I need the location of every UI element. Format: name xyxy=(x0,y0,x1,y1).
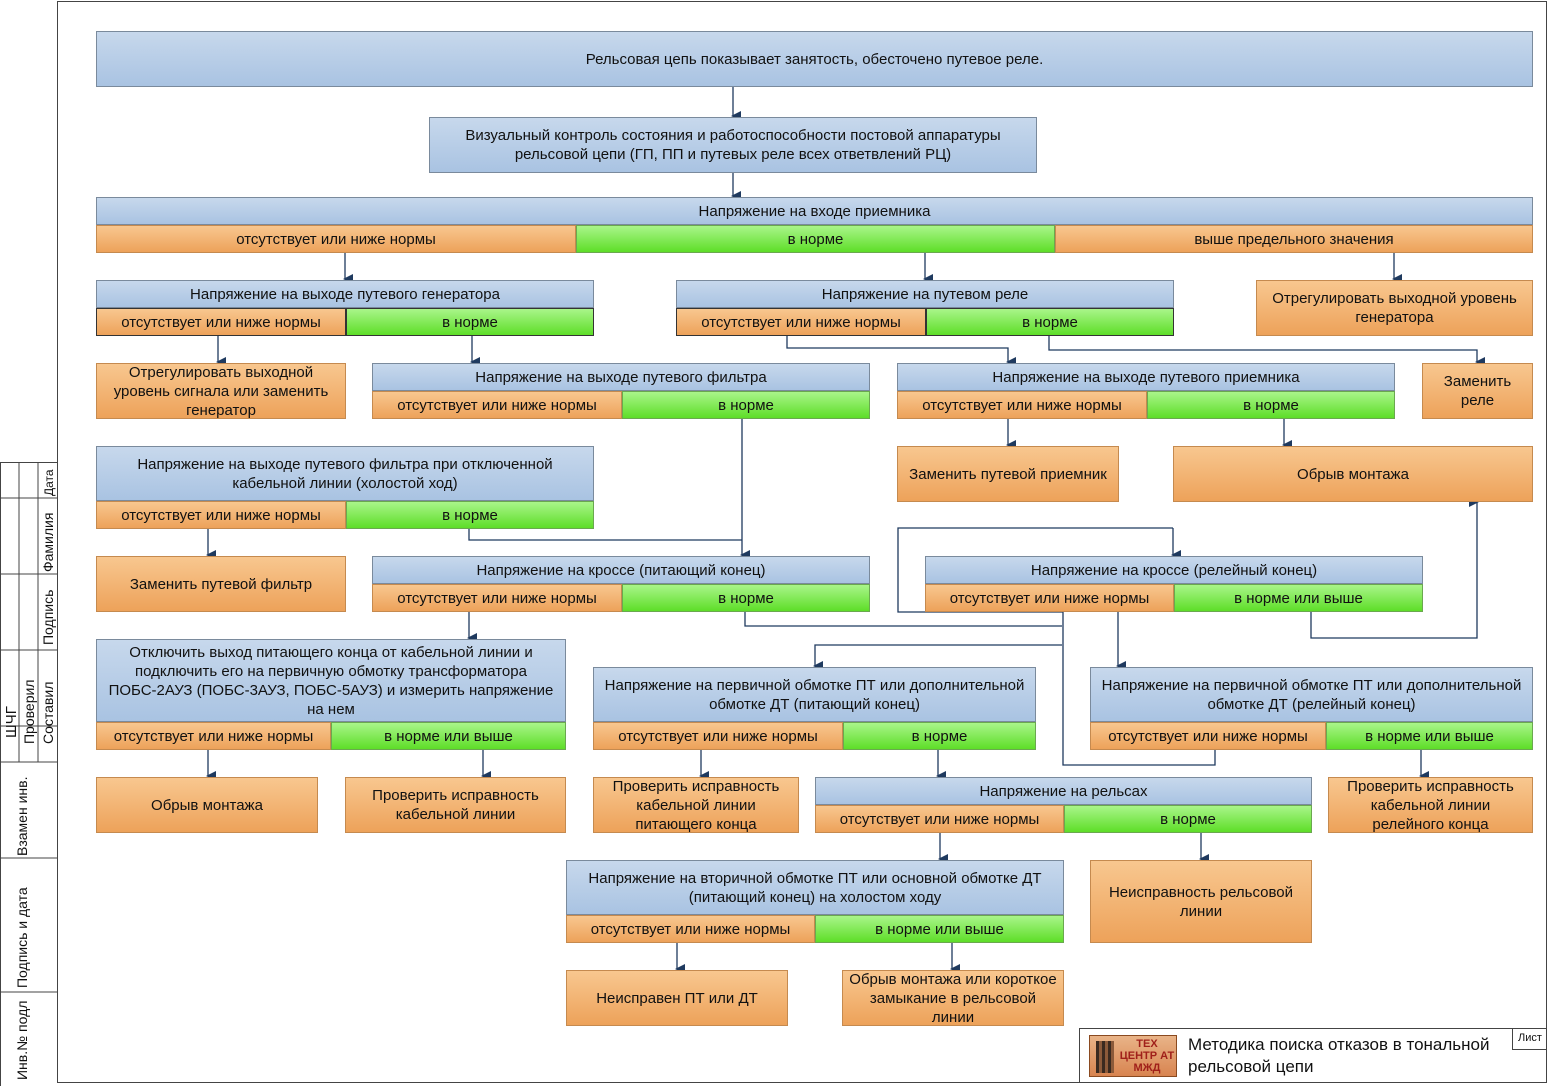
action-wiring-break-1: Обрыв монтажа xyxy=(1173,446,1533,502)
action-adjust-generator-level: Отрегулировать выходной уровень генерато… xyxy=(1256,280,1533,336)
branch-rails-low: отсутствует или ниже нормы xyxy=(815,805,1064,833)
branch-secondary-ok: в норме или выше xyxy=(815,915,1064,943)
node-track-relay-voltage: Напряжение на путевом реле xyxy=(676,280,1174,308)
branch-receiver-output-low: отсутствует или ниже нормы xyxy=(897,391,1147,419)
action-replace-track-receiver: Заменить путевой приемник xyxy=(897,446,1119,502)
branch-track-relay-ok: в норме xyxy=(926,308,1174,336)
branch-receiver-output-ok: в норме xyxy=(1147,391,1395,419)
node-generator-output-voltage: Напряжение на выходе путевого генератора xyxy=(96,280,594,308)
node-filter-output-voltage: Напряжение на выходе путевого фильтра xyxy=(372,363,870,391)
branch-generator-output-low: отсутствует или ниже нормы xyxy=(96,308,346,336)
side-stamp xyxy=(0,462,57,1086)
branch-pt-relay-ok: в норме или выше xyxy=(1326,722,1533,750)
node-receiver-input-voltage: Напряжение на входе приемника xyxy=(96,197,1533,225)
branch-generator-output-ok: в норме xyxy=(346,308,594,336)
branch-cross-relay-ok: в норме или выше xyxy=(1174,584,1423,612)
branch-pt-feed-low: отсутствует или ниже нормы xyxy=(593,722,843,750)
branch-filter-idle-low: отсутствует или ниже нормы xyxy=(96,501,346,529)
branch-secondary-low: отсутствует или ниже нормы xyxy=(566,915,815,943)
sheet-label: Лист xyxy=(1512,1028,1547,1050)
branch-rails-ok: в норме xyxy=(1064,805,1312,833)
title-block xyxy=(1079,1028,1547,1083)
action-rail-line-fault: Неисправность рельсовой линии xyxy=(1090,860,1312,943)
branch-receiver-input-low: отсутствует или ниже нормы xyxy=(96,225,576,253)
action-adjust-signal-or-replace-generator: Отрегулировать выходной уровень сигнала … xyxy=(96,363,346,419)
branch-disconnect-ok: в норме или выше xyxy=(331,722,566,750)
action-check-cable-line: Проверить исправность кабельной линии xyxy=(345,777,566,833)
branch-pt-feed-ok: в норме xyxy=(843,722,1036,750)
action-check-cable-feed-end: Проверить исправность кабельной линии пи… xyxy=(593,777,799,833)
node-track-occupied: Рельсовая цепь показывает занятость, обе… xyxy=(96,31,1533,87)
node-filter-idle-voltage: Напряжение на выходе путевого фильтра пр… xyxy=(96,446,594,501)
action-check-cable-relay-end: Проверить исправность кабельной линии ре… xyxy=(1328,777,1533,833)
branch-track-relay-low: отсутствует или ниже нормы xyxy=(676,308,926,336)
branch-receiver-input-high: выше предельного значения xyxy=(1055,225,1533,253)
logo-emblem-icon xyxy=(1096,1041,1114,1073)
node-rails-voltage: Напряжение на рельсах xyxy=(815,777,1312,805)
node-secondary-winding-idle: Напряжение на вторичной обмотке ПТ или о… xyxy=(566,860,1064,915)
branch-cross-feed-ok: в норме xyxy=(622,584,870,612)
action-pt-dt-faulty: Неисправен ПТ или ДТ xyxy=(566,970,788,1026)
branch-pt-relay-low: отсутствует или ниже нормы xyxy=(1090,722,1326,750)
branch-filter-output-low: отсутствует или ниже нормы xyxy=(372,391,622,419)
node-receiver-output-voltage: Напряжение на выходе путевого приемника xyxy=(897,363,1395,391)
node-cross-feed-end-voltage: Напряжение на кроссе (питающий конец) xyxy=(372,556,870,584)
action-replace-track-filter: Заменить путевой фильтр xyxy=(96,556,346,612)
logo-text: ТЕХ ЦЕНТР АТ МЖД xyxy=(1119,1038,1175,1074)
branch-filter-output-ok: в норме xyxy=(622,391,870,419)
branch-disconnect-low: отсутствует или ниже нормы xyxy=(96,722,331,750)
branch-filter-idle-ok: в норме xyxy=(346,501,594,529)
node-pt-primary-feed-end: Напряжение на первичной обмотке ПТ или д… xyxy=(593,667,1036,722)
action-replace-relay: Заменить реле xyxy=(1422,363,1533,419)
node-disconnect-feed-end: Отключить выход питающего конца от кабел… xyxy=(96,639,566,722)
node-pt-primary-relay-end: Напряжение на первичной обмотке ПТ или д… xyxy=(1090,667,1533,722)
company-logo: ТЕХ ЦЕНТР АТ МЖД xyxy=(1089,1035,1177,1077)
document-title: Методика поиска отказов в тональной рель… xyxy=(1188,1035,1490,1076)
branch-cross-feed-low: отсутствует или ниже нормы xyxy=(372,584,622,612)
node-visual-check: Визуальный контроль состояния и работосп… xyxy=(429,117,1037,173)
action-wiring-break-2: Обрыв монтажа xyxy=(96,777,318,833)
node-cross-relay-end-voltage: Напряжение на кроссе (релейный конец) xyxy=(925,556,1423,584)
drawing-frame xyxy=(57,1,1547,1083)
action-break-or-short-circuit: Обрыв монтажа или короткое замыкание в р… xyxy=(842,970,1064,1026)
branch-receiver-input-ok: в норме xyxy=(576,225,1055,253)
branch-cross-relay-low: отсутствует или ниже нормы xyxy=(925,584,1174,612)
